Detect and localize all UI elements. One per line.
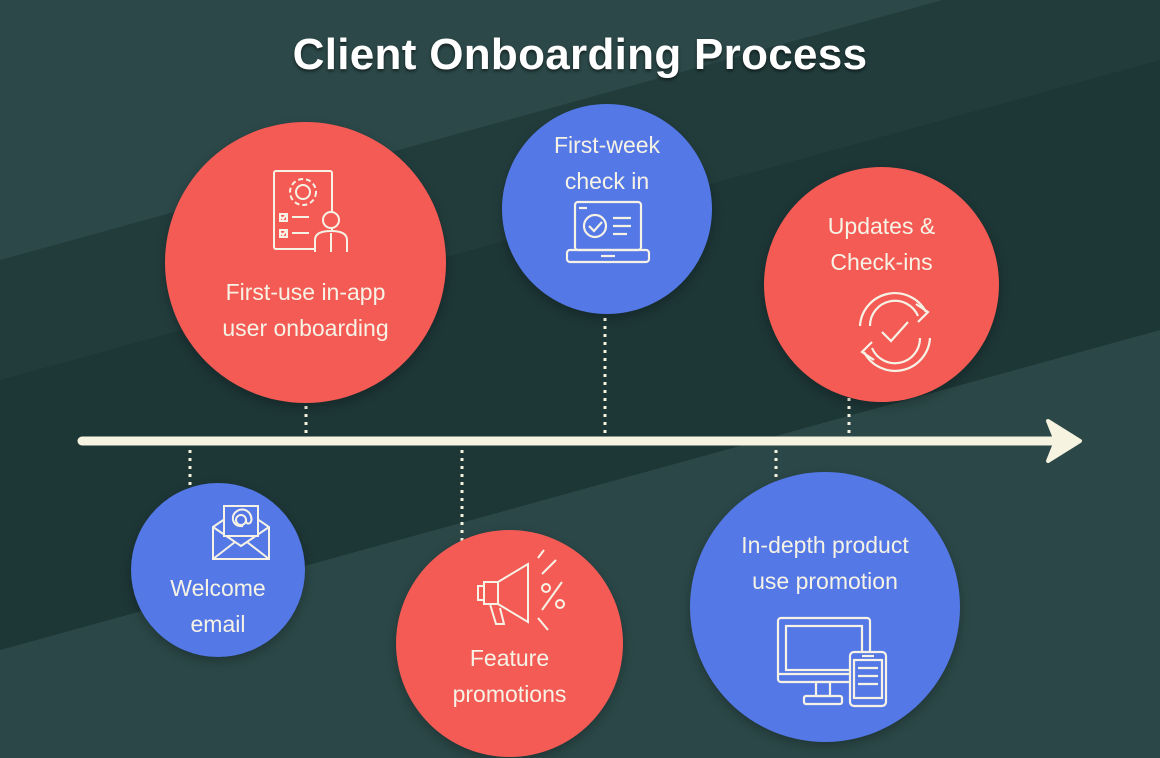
label-line: First-week xyxy=(553,132,661,158)
step-first-week-check-in-label: First-week check in xyxy=(502,127,712,199)
page-title: Client Onboarding Process xyxy=(292,30,868,79)
refresh-check-icon xyxy=(846,286,944,378)
step-feature-promotions xyxy=(396,530,623,757)
step-updates-check-ins-label: Updates & Check-ins xyxy=(764,208,999,280)
step-welcome-email xyxy=(131,483,305,657)
checklist-gear-user-icon xyxy=(271,168,351,254)
label-line: use promotion xyxy=(752,568,898,594)
step-welcome-email-label: Welcome email xyxy=(131,570,305,642)
step-feature-promotions-label: Feature promotions xyxy=(396,640,623,712)
label-line: check in xyxy=(564,168,650,194)
label-line: Welcome xyxy=(170,575,266,601)
label-line: Updates & xyxy=(827,213,936,239)
label-line: user onboarding xyxy=(222,315,389,341)
timeline-arrowhead-icon xyxy=(1046,419,1082,463)
laptop-check-icon xyxy=(565,198,651,266)
desktop-mobile-icon xyxy=(774,614,890,710)
label-line: Feature xyxy=(469,645,550,671)
envelope-icon xyxy=(210,502,272,562)
label-line: Check-ins xyxy=(830,249,933,275)
label-line: email xyxy=(190,611,246,637)
step-updates-check-ins xyxy=(764,167,999,402)
step-in-depth-promotion-label: In-depth product use promotion xyxy=(690,527,960,599)
step-first-use-onboarding xyxy=(165,122,446,403)
label-line: promotions xyxy=(452,681,567,707)
label-line: First-use in-app xyxy=(225,279,386,305)
megaphone-icon xyxy=(476,548,568,636)
label-line: In-depth product xyxy=(741,532,909,558)
step-first-use-onboarding-label: First-use in-app user onboarding xyxy=(165,274,446,346)
step-first-week-check-in xyxy=(502,104,712,314)
